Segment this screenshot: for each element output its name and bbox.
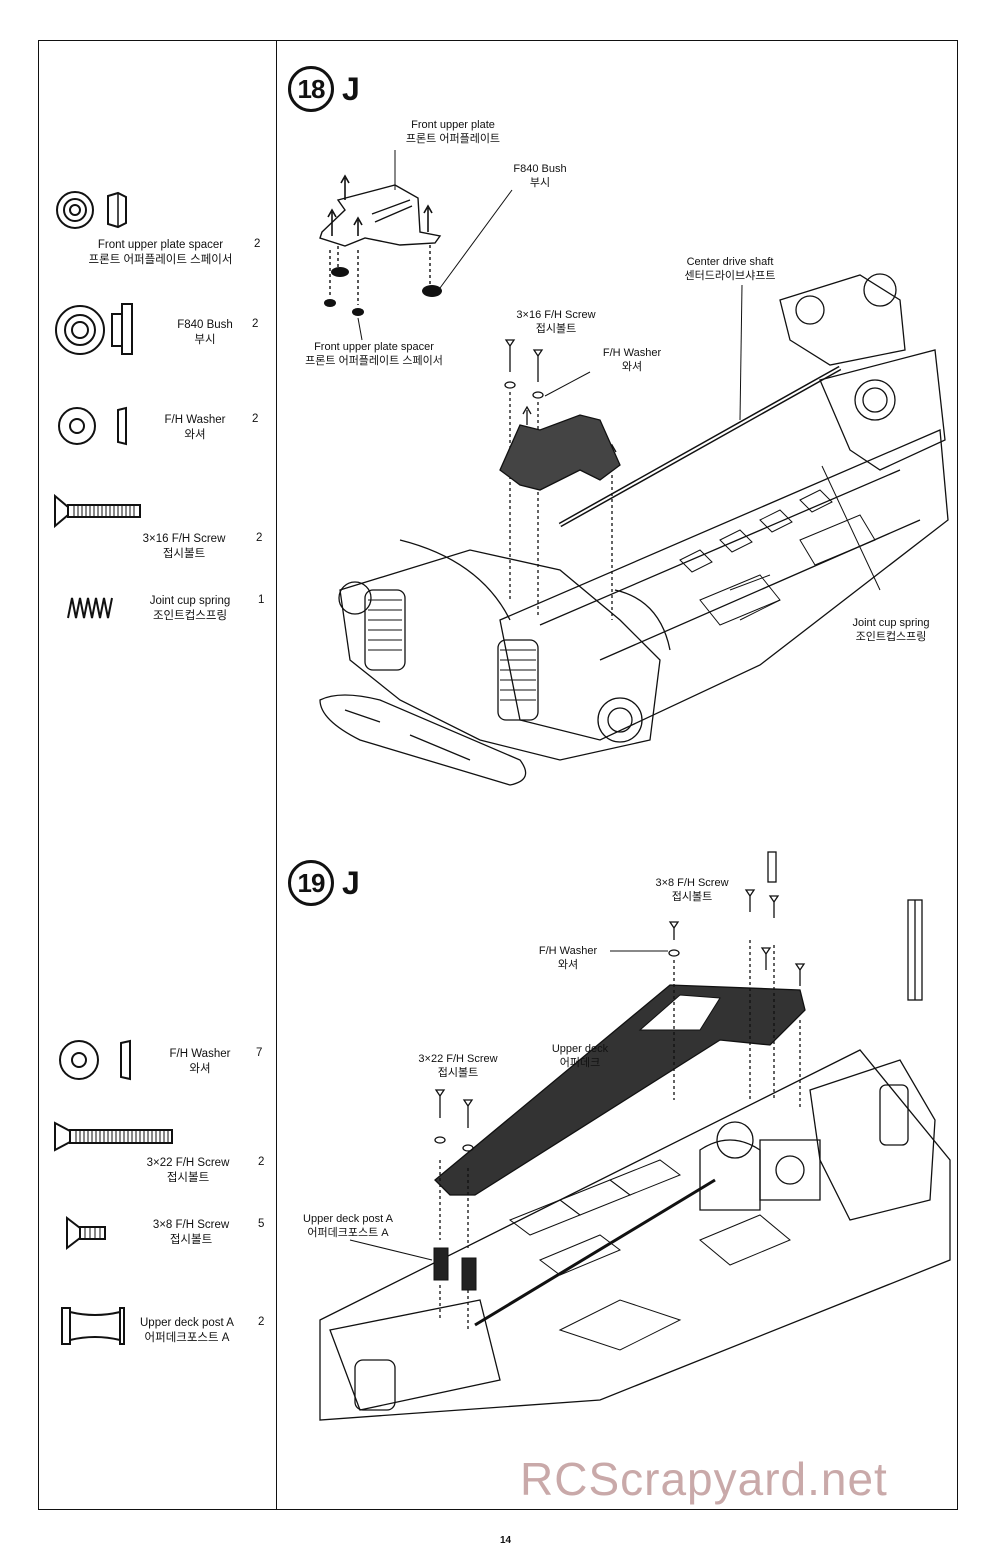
leader-line bbox=[439, 189, 513, 289]
plate-part bbox=[499, 414, 621, 491]
screw-stack-19 bbox=[434, 889, 806, 1330]
part-qty: 7 bbox=[256, 1047, 263, 1059]
part-qty: 2 bbox=[256, 532, 263, 544]
leader-line bbox=[739, 284, 743, 421]
spring-icon bbox=[67, 597, 113, 619]
parts-icons bbox=[54, 191, 173, 1345]
step-number: 19 bbox=[288, 860, 334, 906]
part-qty: 2 bbox=[258, 1316, 265, 1328]
leader-line bbox=[349, 1239, 433, 1261]
short-screw-icon bbox=[66, 1215, 106, 1251]
part-qty: 2 bbox=[254, 238, 261, 250]
part-qty: 2 bbox=[258, 1156, 265, 1168]
step-letter: J bbox=[342, 70, 360, 107]
upper-deck-part bbox=[434, 984, 806, 1196]
upper-deck-post-part bbox=[433, 1247, 477, 1291]
part-qty: 5 bbox=[258, 1218, 265, 1230]
washer-icon bbox=[58, 406, 127, 446]
screw-icon bbox=[54, 493, 141, 529]
long-screw-icon bbox=[54, 1121, 173, 1152]
part-qty: 2 bbox=[252, 413, 259, 425]
washer-icon bbox=[59, 1039, 131, 1081]
leader-line bbox=[821, 465, 881, 591]
page-number: 14 bbox=[500, 1535, 512, 1546]
part-qty: 1 bbox=[258, 594, 265, 606]
spacer-icon bbox=[56, 191, 127, 229]
page-frame bbox=[38, 40, 958, 1510]
bush-part bbox=[324, 267, 442, 316]
chassis-illustration bbox=[319, 273, 949, 786]
deck-cutout bbox=[638, 994, 721, 1031]
step-18-heading: 18 J bbox=[288, 66, 360, 112]
step-letter: J bbox=[342, 864, 360, 901]
bush-icon bbox=[55, 303, 133, 355]
leader-line bbox=[544, 371, 591, 397]
leader-line bbox=[357, 317, 363, 341]
watermark: RCScrapyard.net bbox=[520, 1453, 888, 1505]
step-number: 18 bbox=[288, 66, 334, 112]
column-divider bbox=[276, 40, 277, 1510]
post-icon bbox=[61, 1307, 125, 1345]
chassis-illustration-19 bbox=[319, 851, 951, 1421]
part-qty: 2 bbox=[252, 318, 259, 330]
step-19-heading: 19 J bbox=[288, 860, 360, 906]
front-upper-plate-illustration bbox=[319, 174, 442, 305]
